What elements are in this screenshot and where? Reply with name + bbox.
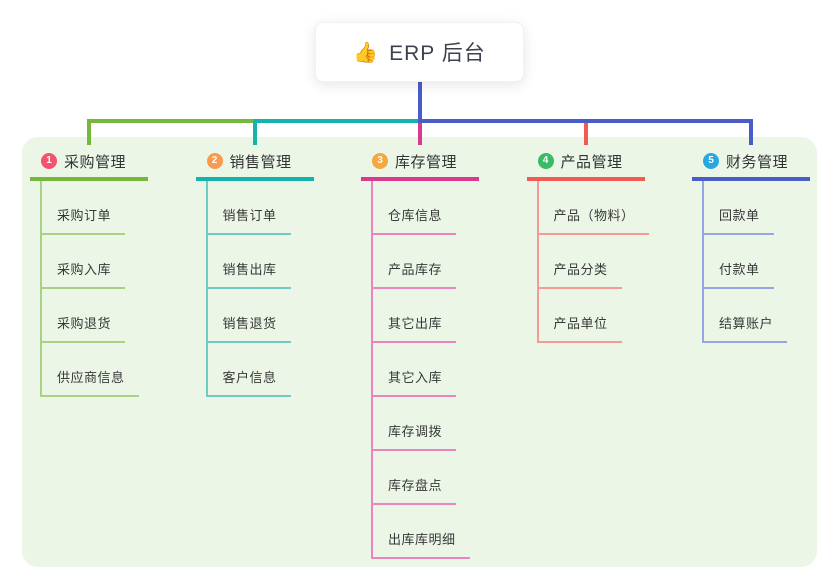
- branch-item-label: 库存调拨: [388, 424, 443, 439]
- branch-item-label: 产品库存: [388, 262, 443, 277]
- branch-items: 仓库信息产品库存其它出库其它入库库存调拨库存盘点出库库明细: [371, 181, 470, 559]
- branch-item-label: 销售退货: [222, 316, 277, 331]
- branch-item[interactable]: 库存盘点: [373, 451, 457, 505]
- branches-panel: [22, 137, 817, 567]
- branch-采购管理: 1 采购管理采购订单采购入库采购退货供应商信息: [30, 145, 148, 397]
- branch-item[interactable]: 仓库信息: [373, 181, 457, 235]
- branch-item-label: 供应商信息: [57, 370, 125, 385]
- branch-item-label: 回款单: [719, 208, 760, 223]
- hbar-right: [418, 119, 753, 123]
- branch-number-badge: 4: [537, 153, 554, 169]
- branch-item[interactable]: 销售订单: [207, 181, 291, 235]
- hbar-mid: [252, 119, 420, 123]
- branch-item-label: 付款单: [719, 262, 760, 277]
- branch-item-label: 产品单位: [553, 316, 608, 331]
- branch-item[interactable]: 采购退货: [42, 289, 126, 343]
- branch-item-label: 采购订单: [57, 208, 112, 223]
- branch-items: 回款单付款单结算账户: [702, 181, 788, 343]
- branch-number-badge: 1: [41, 153, 57, 169]
- branch-number-badge: 3: [372, 153, 388, 169]
- branch-销售管理: 2 销售管理销售订单销售出库销售退货客户信息: [195, 145, 314, 397]
- branch-label: 采购管理: [64, 153, 127, 171]
- root-node[interactable]: 👍 ERP 后台: [315, 22, 524, 82]
- branch-产品管理: 4 产品管理产品（物料） 产品分类产品单位: [526, 145, 649, 343]
- branch-item-label: 销售订单: [222, 208, 277, 223]
- branch-item[interactable]: 产品库存: [373, 235, 457, 289]
- branch-item[interactable]: 产品分类: [538, 235, 622, 289]
- branch-item[interactable]: 回款单: [704, 181, 774, 235]
- root-trunk-line: [418, 82, 422, 121]
- branch-item-label: 出库库明细: [388, 532, 456, 547]
- branch-items: 采购订单采购入库采购退货供应商信息: [40, 181, 139, 397]
- branch-item-label: 客户信息: [222, 370, 277, 385]
- branch-header[interactable]: 5 财务管理: [692, 145, 810, 181]
- root-title: ERP 后台: [389, 42, 486, 65]
- branch-item-label: 库存盘点: [388, 478, 443, 493]
- thumbs-up-icon: 👍: [353, 41, 380, 64]
- branch-item-label: 其它入库: [388, 370, 443, 385]
- branch-item[interactable]: 其它出库: [373, 289, 457, 343]
- branch-item-label: 采购入库: [57, 262, 112, 277]
- branch-label: 库存管理: [395, 153, 458, 171]
- branch-items: 产品（物料） 产品分类产品单位: [536, 181, 649, 343]
- branch-header[interactable]: 1 采购管理: [30, 145, 148, 181]
- branch-item[interactable]: 库存调拨: [373, 397, 457, 451]
- branch-item[interactable]: 付款单: [704, 235, 774, 289]
- branch-item[interactable]: 销售出库: [207, 235, 291, 289]
- branch-item[interactable]: 供应商信息: [42, 343, 139, 397]
- branch-item[interactable]: 出库库明细: [373, 505, 470, 559]
- branch-label: 产品管理: [560, 153, 623, 171]
- branch-drop-line: [87, 121, 91, 145]
- branch-drop-line: [749, 121, 753, 145]
- branch-item[interactable]: 产品（物料）: [538, 181, 649, 235]
- branch-drop-line: [418, 121, 422, 145]
- branch-库存管理: 3 库存管理仓库信息产品库存其它出库其它入库库存调拨库存盘点出库库明细: [361, 145, 479, 559]
- branch-item[interactable]: 结算账户: [704, 289, 788, 343]
- branch-drop-line: [252, 121, 257, 145]
- branch-item[interactable]: 采购订单: [42, 181, 126, 235]
- branch-item-label: 仓库信息: [388, 208, 443, 223]
- branch-item[interactable]: 其它入库: [373, 343, 457, 397]
- branch-label: 财务管理: [726, 153, 789, 171]
- branch-item-label: 采购退货: [57, 316, 112, 331]
- branch-items: 销售订单销售出库销售退货客户信息: [205, 181, 291, 397]
- branch-drop-line: [583, 121, 588, 145]
- branch-item-label: 产品分类: [553, 262, 608, 277]
- branch-item-label: 其它出库: [388, 316, 443, 331]
- branch-item[interactable]: 采购入库: [42, 235, 126, 289]
- branch-number-badge: 5: [703, 153, 719, 169]
- branch-item[interactable]: 销售退货: [207, 289, 291, 343]
- branch-number-badge: 2: [206, 153, 223, 169]
- branch-header[interactable]: 3 库存管理: [361, 145, 479, 181]
- branch-label: 销售管理: [229, 153, 292, 171]
- hbar-left: [87, 119, 255, 123]
- branch-item[interactable]: 客户信息: [207, 343, 291, 397]
- branch-item-label: 销售出库: [222, 262, 277, 277]
- branch-header[interactable]: 2 销售管理: [195, 145, 314, 181]
- branch-item-label: 结算账户: [719, 316, 774, 331]
- branch-item-label: 产品（物料）: [553, 208, 635, 223]
- branch-item[interactable]: 产品单位: [538, 289, 622, 343]
- branch-header[interactable]: 4 产品管理: [526, 145, 645, 181]
- branch-财务管理: 5 财务管理回款单付款单结算账户: [692, 145, 810, 343]
